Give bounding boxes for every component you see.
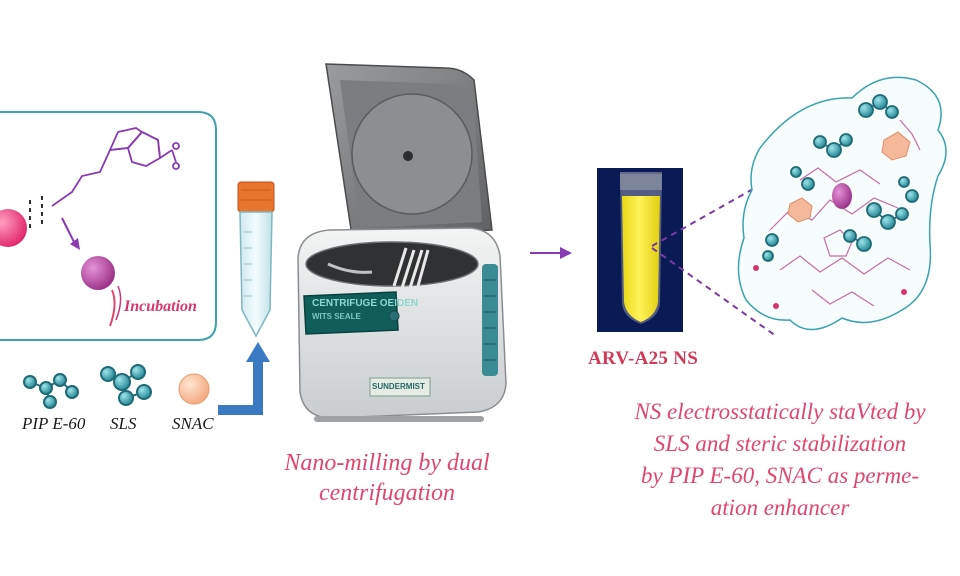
centrifuge-panel-text: CENTRIFUGE OEIDEN bbox=[312, 298, 419, 309]
step-caption: Nano-milling by dual centrifugation bbox=[262, 448, 512, 508]
blue-arrow-icon bbox=[218, 342, 270, 415]
centrifuge-brand-label: SUNDERMIST bbox=[372, 382, 425, 391]
description-line-3: by PIP E-60, SNAC as perme- bbox=[640, 463, 920, 488]
step-caption-line-1: Nano-milling by dual bbox=[284, 450, 490, 476]
nanosuspension-vial-icon bbox=[597, 168, 683, 332]
description-text: NS electrosstatically staVted by SLS and… bbox=[600, 396, 960, 524]
legend-snac-icon bbox=[178, 373, 210, 405]
falcon-tube-icon bbox=[237, 181, 275, 338]
nanoparticle-icon bbox=[737, 76, 947, 331]
complex-sphere-icon bbox=[81, 256, 115, 290]
centrifuge-icon bbox=[297, 63, 507, 422]
legend-label-snac: SNAC bbox=[172, 414, 214, 433]
legend-pip-icon bbox=[23, 373, 79, 409]
centrifuge-panel-subtext: WITS SEALE bbox=[312, 312, 361, 321]
step-caption-line-2: centrifugation bbox=[319, 480, 455, 506]
description-line-1: NS electrosstatically staVted by bbox=[634, 399, 926, 424]
zoom-lines bbox=[651, 175, 777, 337]
product-label: ARV-A25 NS bbox=[588, 348, 699, 369]
legend-label-pip: PIP E-60 bbox=[22, 414, 86, 433]
drug-sphere-icon bbox=[0, 209, 27, 247]
legend-label-sls: SLS bbox=[110, 414, 137, 433]
incubation-panel bbox=[0, 111, 217, 341]
description-line-2: SLS and steric stabilization bbox=[653, 431, 907, 456]
incubation-label: Incubation bbox=[124, 298, 197, 315]
description-line-4: ation enhancer bbox=[710, 495, 850, 520]
purple-arrow-icon bbox=[530, 247, 572, 259]
drug-molecule-icon bbox=[51, 127, 180, 207]
legend-sls-icon bbox=[100, 364, 152, 406]
